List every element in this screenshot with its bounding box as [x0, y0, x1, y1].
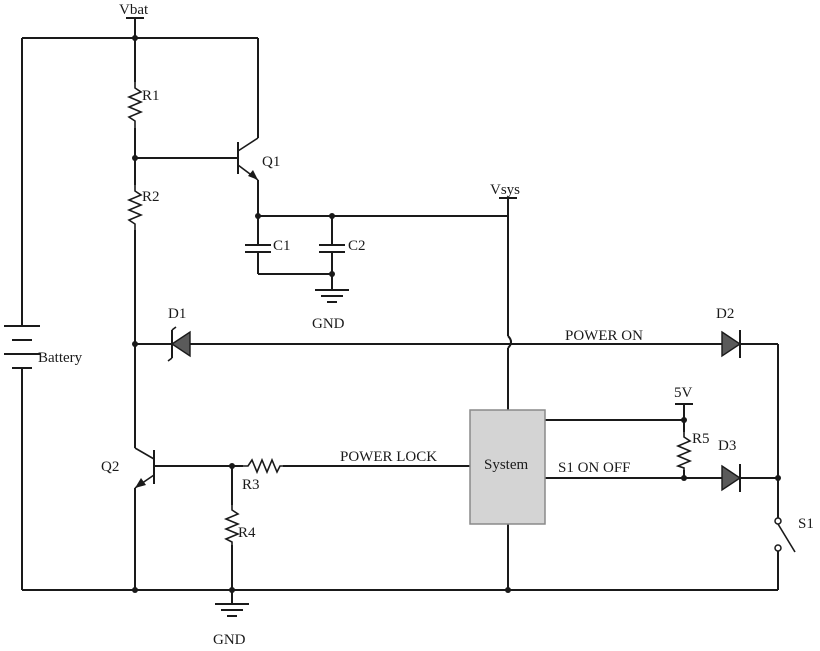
transistor-q2 [134, 447, 155, 489]
diode-d3 [721, 464, 742, 492]
ground-symbol-top [315, 289, 349, 303]
label-gnd-bottom: GND [213, 632, 246, 648]
ground-symbol-bottom [215, 603, 249, 617]
label-power-on: POWER ON [565, 328, 643, 344]
label-d3: D3 [718, 438, 736, 454]
label-s1: S1 [798, 516, 814, 532]
diode-d1 [167, 326, 191, 362]
labels: Vbat R1 Q1 R2 Vsys C1 C2 GND D1 POWER ON… [38, 2, 814, 648]
label-r3: R3 [242, 477, 260, 493]
resistor-r5 [675, 432, 693, 470]
resistors [126, 82, 693, 545]
switch-s1 [774, 517, 796, 553]
label-c2: C2 [348, 238, 366, 254]
label-s1-on-off: S1 ON OFF [558, 460, 631, 476]
label-five-v: 5V [674, 385, 693, 401]
terminal-markers [126, 17, 693, 405]
label-vbat: Vbat [119, 2, 149, 18]
wires [21, 18, 779, 604]
junction-dots [132, 35, 781, 593]
label-r5: R5 [692, 431, 710, 447]
label-d1: D1 [168, 306, 186, 322]
label-q1: Q1 [262, 154, 280, 170]
label-q2: Q2 [101, 459, 119, 475]
system-block [469, 409, 546, 525]
label-battery: Battery [38, 350, 83, 366]
resistor-r4 [223, 505, 241, 545]
resistor-r1 [126, 82, 144, 128]
label-system: System [484, 457, 529, 473]
label-r4: R4 [238, 525, 256, 541]
capacitor-c1 [245, 244, 271, 253]
label-c1: C1 [273, 238, 291, 254]
resistor-r3 [243, 457, 283, 475]
label-r1: R1 [142, 88, 160, 104]
diode-d2 [721, 330, 742, 358]
label-d2: D2 [716, 306, 734, 322]
capacitor-c2 [319, 244, 345, 253]
label-r2: R2 [142, 189, 160, 205]
battery-symbol [4, 325, 40, 369]
label-gnd-top: GND [312, 316, 345, 332]
transistor-q1 [237, 137, 259, 181]
label-vsys: Vsys [490, 182, 520, 198]
label-power-lock: POWER LOCK [340, 449, 437, 465]
resistor-r2 [126, 185, 144, 230]
